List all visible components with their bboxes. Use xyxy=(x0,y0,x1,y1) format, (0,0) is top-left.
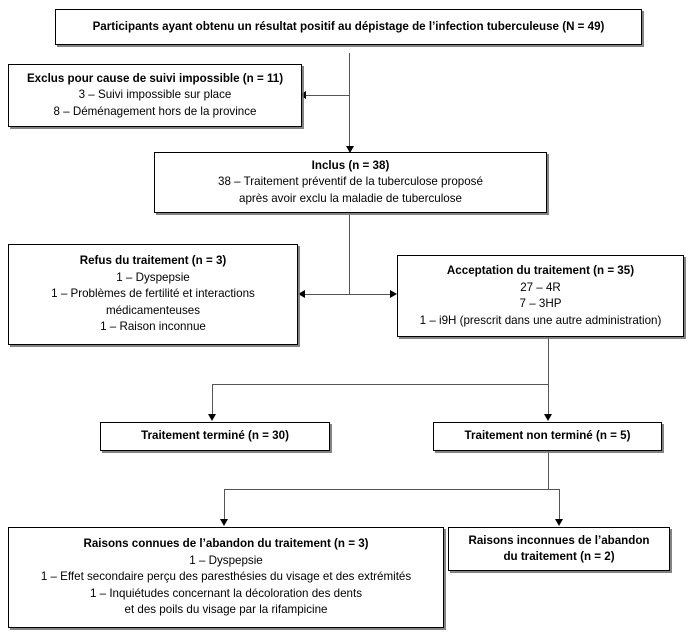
connector-split-to-known-reasons xyxy=(223,489,225,520)
node-excluded-line-1: Exclus pour cause de suivi impossible (n… xyxy=(26,71,284,85)
node-completed-line-1: Traitement terminé (n = 30) xyxy=(141,429,289,443)
node-unknown-reasons-line-2: du traitement (n = 2) xyxy=(503,550,615,563)
connector-refusal-acceptance-bar xyxy=(304,294,394,296)
connector-included-to-split xyxy=(349,213,351,295)
node-refusal-line-4: médicamenteuses xyxy=(105,303,201,317)
node-known-reasons-line-3: 1 – Effet secondaire perçu des paresthés… xyxy=(40,570,412,584)
node-treatment-completed: Traitement terminé (n = 30) xyxy=(100,422,330,451)
node-refusal-line-2: 1 – Dyspepsie xyxy=(116,270,190,284)
node-included: Inclus (n = 38) 38 – Traitement préventi… xyxy=(154,152,547,213)
node-included-line-2: 38 – Traitement préventif de la tubercul… xyxy=(218,175,483,189)
connector-split-to-unknown-reasons xyxy=(558,489,560,520)
connector-trunk-to-excluded xyxy=(305,95,350,97)
node-known-reasons-line-2: 1 – Dyspepsie xyxy=(189,553,263,567)
arrowhead-into-not-completed xyxy=(544,414,552,421)
connector-split-to-not-completed xyxy=(547,384,549,415)
node-refusal-line-1: Refus du traitement (n = 3) xyxy=(79,254,227,268)
node-acceptance-line-4: 1 – i9H (prescrit dans une autre adminis… xyxy=(419,313,662,327)
split-bar-treatment-outcome xyxy=(212,384,549,386)
node-included-line-3: après avoir exclu la maladie de tubercul… xyxy=(239,191,462,205)
node-unknown-reasons-line-1: Raisons inconnues de l’abandon xyxy=(468,533,650,547)
node-treatment-not-completed: Traitement non terminé (n = 5) xyxy=(433,422,662,451)
split-bar-abandon-reasons xyxy=(224,489,559,491)
arrowhead-into-refusal xyxy=(298,290,305,298)
node-refusal-line-5: 1 – Raison inconnue xyxy=(100,320,206,334)
node-screened-positive: Participants ayant obtenu un résultat po… xyxy=(55,9,642,45)
connector-not-completed-to-split xyxy=(547,450,549,490)
connector-split-to-completed xyxy=(211,384,213,415)
node-refusal-line-3: 1 – Problèmes de fertilité et interactio… xyxy=(51,287,255,301)
node-acceptance-line-1: Acceptation du traitement (n = 35) xyxy=(446,264,635,277)
arrowhead-into-excluded xyxy=(299,91,306,99)
node-excluded-line-2: 3 – Suivi impossible sur place xyxy=(78,88,232,102)
connector-acceptance-to-split xyxy=(547,337,549,385)
node-not-completed-line-1: Traitement non terminé (n = 5) xyxy=(464,429,631,443)
connector-screened-to-included xyxy=(349,53,351,152)
arrowhead-into-included xyxy=(345,146,354,153)
arrowhead-into-known-reasons xyxy=(220,519,228,526)
node-known-reasons-line-4: 1 – Inquiétudes concernant la décolorati… xyxy=(89,586,362,600)
node-excluded-lost-to-followup: Exclus pour cause de suivi impossible (n… xyxy=(8,64,302,127)
node-included-line-1: Inclus (n = 38) xyxy=(311,158,390,172)
node-known-reasons-line-5: et des poils du visage par la rifampicin… xyxy=(124,603,328,617)
node-excluded-line-3: 8 – Déménagement hors de la province xyxy=(53,104,257,118)
node-known-reasons-line-1: Raisons connues de l’abandon du traiteme… xyxy=(83,537,369,551)
node-treatment-acceptance: Acceptation du traitement (n = 35) 27 – … xyxy=(397,255,684,337)
arrowhead-into-acceptance xyxy=(390,290,397,298)
node-screened-line-1: Participants ayant obtenu un résultat po… xyxy=(92,19,605,33)
node-acceptance-line-3: 7 – 3HP xyxy=(519,297,562,310)
node-acceptance-line-2: 27 – 4R xyxy=(520,280,561,294)
node-treatment-refusal: Refus du traitement (n = 3) 1 – Dyspepsi… xyxy=(8,244,298,345)
arrowhead-into-completed xyxy=(208,414,216,421)
node-unknown-abandon-reasons: Raisons inconnues de l’abandon du traite… xyxy=(448,527,670,571)
arrowhead-into-unknown-reasons xyxy=(555,519,563,526)
node-known-abandon-reasons: Raisons connues de l’abandon du traiteme… xyxy=(8,527,444,628)
